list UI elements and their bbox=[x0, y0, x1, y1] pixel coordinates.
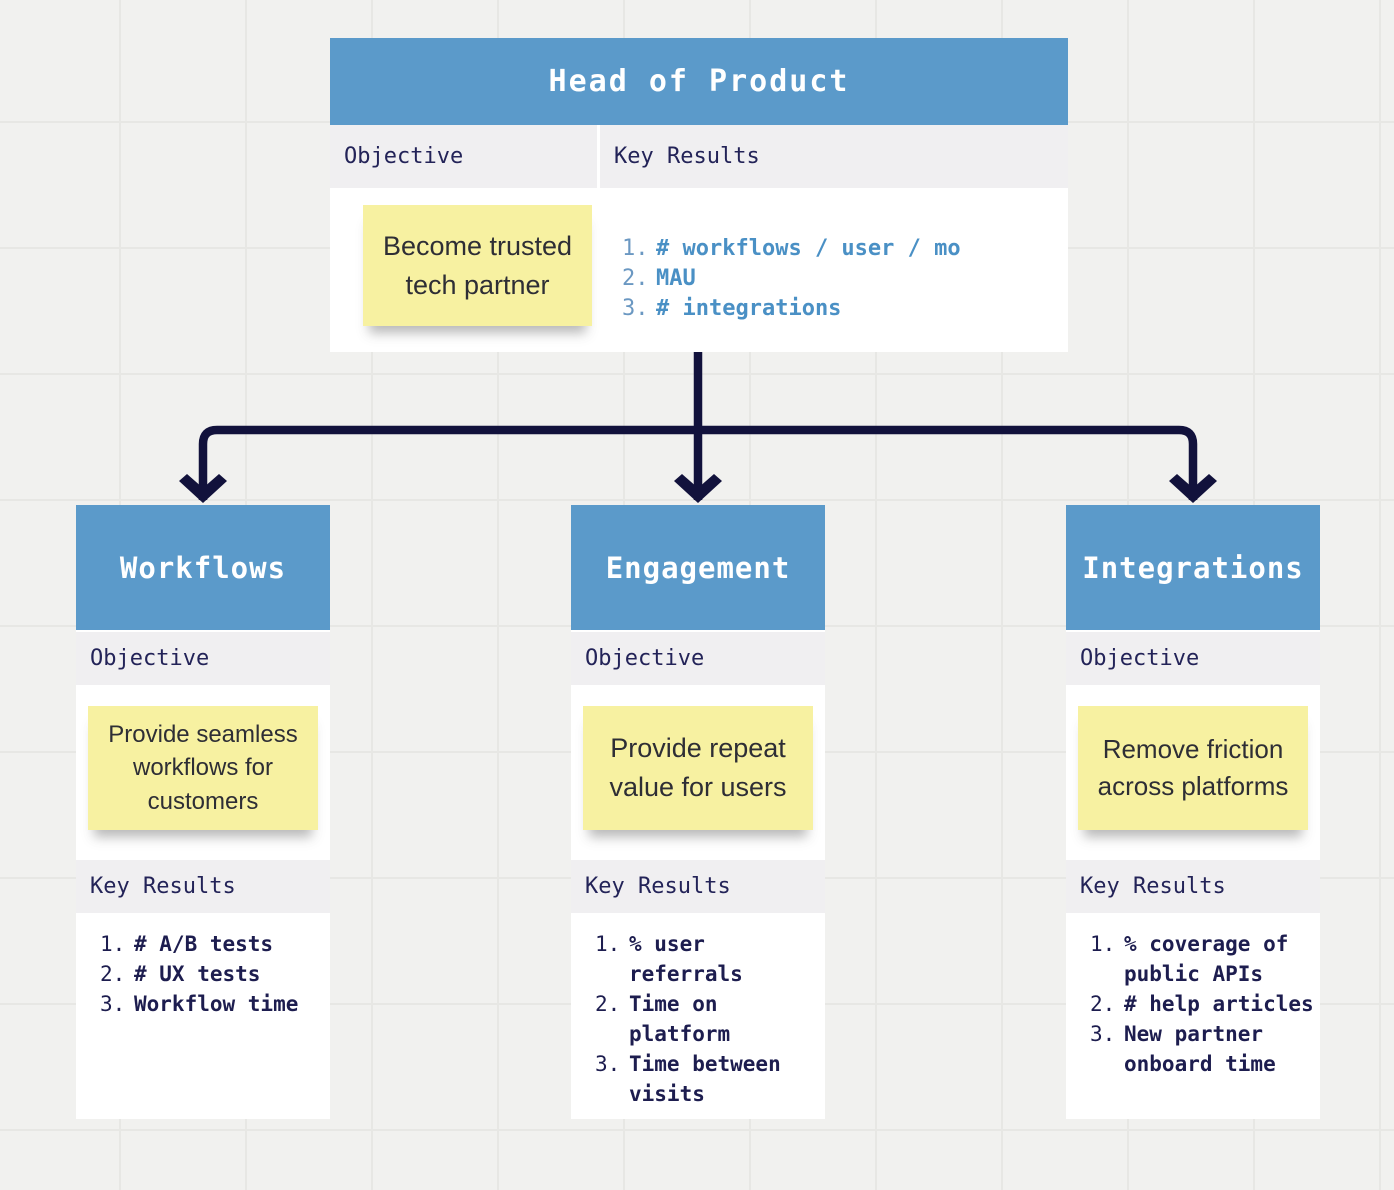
key-result-number: 1. bbox=[1090, 932, 1116, 956]
arrowhead-right-icon bbox=[1169, 474, 1217, 503]
arrowhead-center-icon bbox=[674, 474, 722, 503]
objective-label: Objective bbox=[90, 646, 210, 671]
objective-label: Objective bbox=[1080, 646, 1200, 671]
sticky-note-objective[interactable]: Provide seamless workflows for customers bbox=[88, 706, 318, 830]
arrowhead-left-icon bbox=[179, 474, 227, 503]
card-title: Engagement bbox=[605, 550, 791, 585]
key-results-label: Key Results bbox=[1080, 874, 1226, 899]
key-result-item[interactable]: 1. # workflows / user / mo bbox=[622, 234, 961, 264]
sticky-note-text: Provide seamless workflows for customers bbox=[108, 721, 298, 815]
key-result-number: 2. bbox=[595, 992, 621, 1016]
key-results-label: Key Results bbox=[614, 144, 760, 169]
objective-section-header: Objective bbox=[76, 632, 330, 685]
key-result-item[interactable]: 3. Workflow time bbox=[100, 989, 325, 1019]
objective-section-header: Objective bbox=[1066, 632, 1320, 685]
card-title: Integrations bbox=[1082, 550, 1304, 585]
card-title: Workflows bbox=[119, 550, 287, 585]
sticky-note-objective[interactable]: Provide repeat value for users bbox=[583, 706, 813, 830]
key-results-list: 1. # A/B tests 2. # UX tests 3. Workflow… bbox=[100, 929, 325, 1019]
key-result-text: % coverage of public APIs bbox=[1124, 932, 1289, 986]
card-title-bar[interactable]: Engagement bbox=[571, 505, 825, 630]
objective-label: Objective bbox=[344, 144, 464, 169]
key-result-item[interactable]: 2. # UX tests bbox=[100, 959, 325, 989]
key-result-text: # A/B tests bbox=[134, 932, 274, 956]
key-result-text: MAU bbox=[656, 266, 696, 291]
key-result-item[interactable]: 2. MAU bbox=[622, 264, 961, 294]
objective-label: Objective bbox=[585, 646, 705, 671]
key-result-text: Time between visits bbox=[629, 1052, 781, 1106]
sticky-note-objective[interactable]: Remove friction across platforms bbox=[1078, 706, 1308, 830]
sticky-note-objective[interactable]: Become trusted tech partner bbox=[363, 205, 592, 326]
sticky-note-text: Become trusted tech partner bbox=[382, 231, 573, 300]
key-result-text: # UX tests bbox=[134, 962, 261, 986]
key-results-label: Key Results bbox=[585, 874, 731, 899]
key-result-number: 2. bbox=[1090, 992, 1116, 1016]
key-result-number: 1. bbox=[622, 236, 649, 261]
card-integrations[interactable]: Integrations Objective Remove friction a… bbox=[1066, 505, 1320, 1119]
key-results-label: Key Results bbox=[90, 874, 236, 899]
key-results-list: 1. # workflows / user / mo 2. MAU 3. # i… bbox=[622, 234, 961, 324]
key-result-item[interactable]: 2. # help articles bbox=[1090, 989, 1315, 1019]
key-result-number: 2. bbox=[100, 962, 126, 986]
key-results-section-header: Key Results bbox=[76, 860, 330, 913]
key-result-item[interactable]: 1. % coverage of public APIs bbox=[1090, 929, 1315, 989]
key-result-number: 1. bbox=[100, 932, 126, 956]
key-results-column-header: Key Results bbox=[600, 125, 1068, 188]
card-title-bar[interactable]: Head of Product bbox=[330, 38, 1068, 125]
key-result-text: # integrations bbox=[656, 296, 842, 321]
key-result-number: 2. bbox=[622, 266, 649, 291]
key-result-item[interactable]: 1. % user referrals bbox=[595, 929, 820, 989]
key-result-number: 3. bbox=[1090, 1022, 1116, 1046]
card-workflows[interactable]: Workflows Objective Provide seamless wor… bbox=[76, 505, 330, 1119]
key-result-item[interactable]: 2. Time on platform bbox=[595, 989, 820, 1049]
key-result-item[interactable]: 3. New partner onboard time bbox=[1090, 1019, 1315, 1079]
key-results-list: 1. % user referrals 2. Time on platform … bbox=[595, 929, 820, 1109]
key-results-list: 1. % coverage of public APIs 2. # help a… bbox=[1090, 929, 1315, 1079]
key-result-text: # help articles bbox=[1124, 992, 1314, 1016]
card-head-of-product[interactable]: Head of Product Objective Key Results Be… bbox=[330, 38, 1068, 352]
key-result-number: 3. bbox=[595, 1052, 621, 1076]
column-headers-row: Objective Key Results bbox=[330, 125, 1068, 188]
key-result-item[interactable]: 3. Time between visits bbox=[595, 1049, 820, 1109]
sticky-note-text: Remove friction across platforms bbox=[1097, 734, 1289, 801]
card-title-bar[interactable]: Workflows bbox=[76, 505, 330, 630]
key-result-text: Time on platform bbox=[629, 992, 731, 1046]
key-results-section-header: Key Results bbox=[1066, 860, 1320, 913]
key-result-item[interactable]: 3. # integrations bbox=[622, 294, 961, 324]
key-result-number: 1. bbox=[595, 932, 621, 956]
key-result-text: # workflows / user / mo bbox=[656, 236, 961, 261]
key-result-text: New partner onboard time bbox=[1124, 1022, 1276, 1076]
objective-column-header: Objective bbox=[330, 125, 597, 188]
card-title: Head of Product bbox=[548, 64, 850, 99]
sticky-note-text: Provide repeat value for users bbox=[609, 732, 787, 802]
key-result-number: 3. bbox=[622, 296, 649, 321]
key-result-text: % user referrals bbox=[629, 932, 743, 986]
key-result-number: 3. bbox=[100, 992, 126, 1016]
key-result-text: Workflow time bbox=[134, 992, 299, 1016]
card-title-bar[interactable]: Integrations bbox=[1066, 505, 1320, 630]
key-results-section-header: Key Results bbox=[571, 860, 825, 913]
key-result-item[interactable]: 1. # A/B tests bbox=[100, 929, 325, 959]
card-engagement[interactable]: Engagement Objective Provide repeat valu… bbox=[571, 505, 825, 1119]
objective-section-header: Objective bbox=[571, 632, 825, 685]
